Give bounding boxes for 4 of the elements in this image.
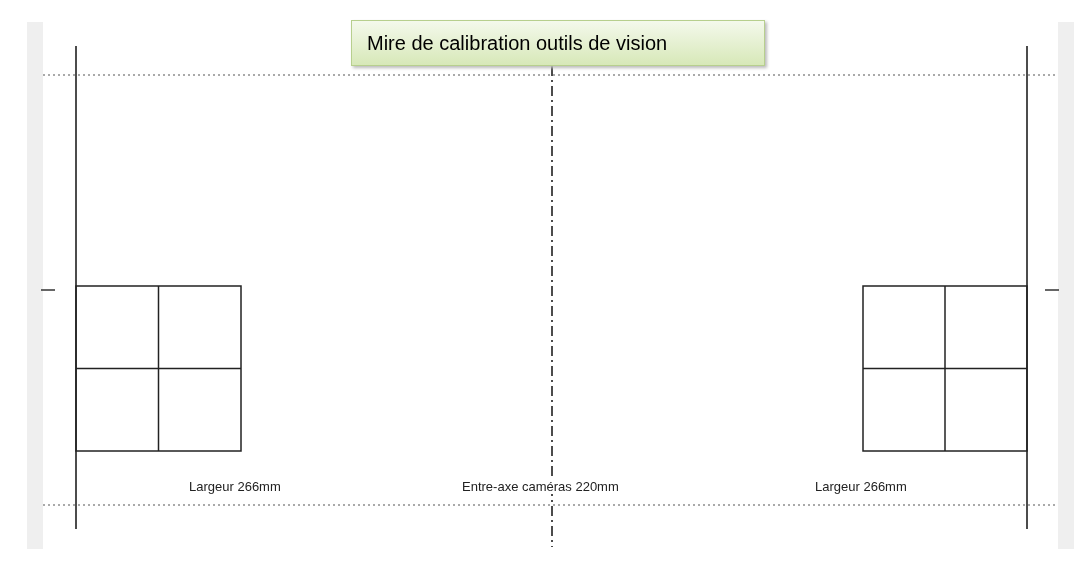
dimension-label: Entre-axe caméras 220mm — [462, 479, 619, 494]
dimension-label: Largeur 266mm — [189, 479, 281, 494]
title-banner: Mire de calibration outils de vision — [351, 20, 765, 66]
dimension-label: Largeur 266mm — [815, 479, 907, 494]
